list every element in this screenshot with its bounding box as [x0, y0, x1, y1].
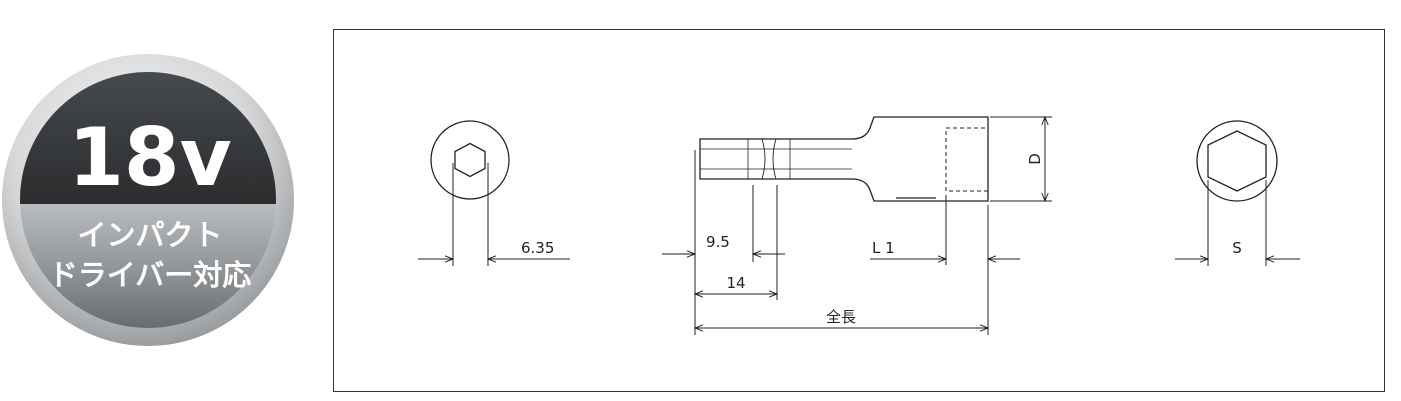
dim-socket-length: L 1	[872, 239, 895, 257]
dim-hex-shank: 6.35	[521, 239, 554, 257]
socket-end-view	[1175, 120, 1300, 266]
dim-overall-length: 全長	[826, 308, 856, 326]
dim-diameter: D	[1026, 153, 1044, 165]
badge-voltage: 18v	[68, 111, 231, 204]
dim-groove-position: 9.5	[706, 233, 730, 251]
socket-side-view	[699, 116, 989, 202]
dim-d-lines	[990, 115, 1052, 203]
badge-line2: ドライバー対応	[49, 258, 251, 292]
drawing-frame	[333, 29, 1385, 392]
dim-shank-lines	[662, 150, 785, 335]
dim-shank-length: 14	[726, 274, 745, 292]
compatibility-badge: 18v インパクト ドライバー対応	[2, 54, 294, 346]
hex-shank-end-view	[418, 120, 570, 266]
dim-socket-size: S	[1232, 239, 1242, 257]
badge-line1: インパクト	[77, 218, 222, 252]
dim-l1-lines	[870, 195, 1020, 335]
